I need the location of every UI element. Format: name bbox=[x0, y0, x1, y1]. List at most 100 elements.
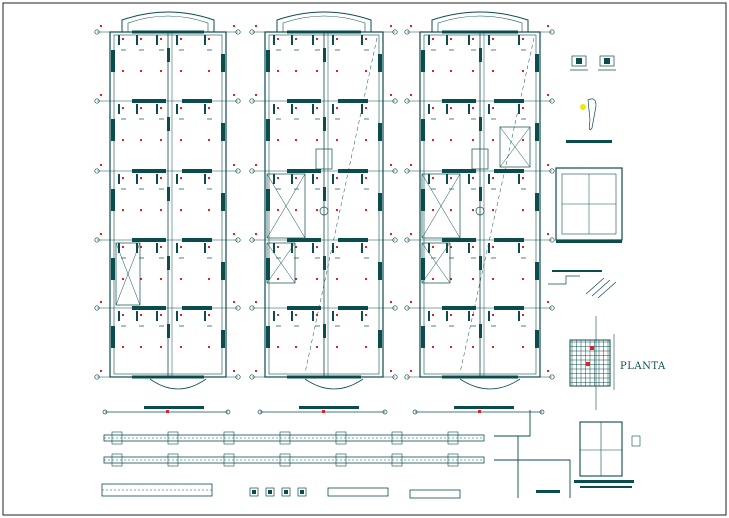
support bbox=[447, 453, 459, 467]
wall-segment bbox=[221, 262, 225, 280]
curved-roof-inner bbox=[127, 15, 209, 32]
red-marker bbox=[160, 107, 162, 109]
column bbox=[156, 35, 158, 45]
wall-segment bbox=[479, 48, 482, 62]
red-marker bbox=[180, 139, 182, 141]
wall-segment bbox=[421, 189, 425, 211]
axis-bubble bbox=[392, 374, 398, 380]
column bbox=[518, 104, 520, 114]
column bbox=[204, 243, 206, 253]
column-core bbox=[268, 490, 272, 494]
red-marker bbox=[472, 70, 474, 72]
red-marker bbox=[255, 301, 257, 303]
wall-segment bbox=[535, 54, 539, 72]
support bbox=[391, 431, 403, 445]
column bbox=[273, 35, 275, 45]
axis-bubble bbox=[404, 237, 410, 243]
red-marker bbox=[180, 38, 182, 40]
axis-bubble bbox=[549, 305, 555, 311]
red-marker bbox=[390, 233, 392, 235]
red-marker bbox=[255, 25, 257, 27]
red-marker bbox=[208, 38, 210, 40]
red-marker bbox=[336, 209, 338, 211]
red-marker bbox=[522, 209, 524, 211]
axis-bubble bbox=[404, 98, 410, 104]
red-marker bbox=[140, 38, 142, 40]
column bbox=[204, 104, 206, 114]
column bbox=[136, 35, 138, 45]
red-marker bbox=[432, 278, 434, 280]
column bbox=[176, 104, 178, 114]
column bbox=[273, 311, 275, 321]
red-marker bbox=[180, 346, 182, 348]
red-marker bbox=[316, 278, 318, 280]
column bbox=[273, 174, 275, 184]
red-marker bbox=[522, 278, 524, 280]
column bbox=[291, 311, 293, 321]
red-marker bbox=[140, 246, 142, 248]
red-marker bbox=[336, 246, 338, 248]
red-marker bbox=[233, 94, 235, 96]
beam bbox=[338, 306, 368, 310]
wall-segment bbox=[323, 187, 326, 201]
column bbox=[468, 104, 470, 114]
red-marker bbox=[160, 314, 162, 316]
beam bbox=[132, 306, 166, 310]
column bbox=[361, 174, 363, 184]
beam bbox=[494, 306, 524, 310]
red-marker bbox=[208, 70, 210, 72]
column bbox=[488, 35, 490, 45]
red-marker bbox=[472, 246, 474, 248]
stair-box bbox=[421, 173, 461, 239]
red-marker bbox=[522, 38, 524, 40]
axis-bubble bbox=[549, 168, 555, 174]
column-core bbox=[284, 490, 288, 494]
axis-bubble bbox=[249, 237, 255, 243]
column bbox=[118, 35, 120, 45]
curved-roof bbox=[276, 11, 372, 32]
wall-segment bbox=[421, 119, 425, 141]
plan-right bbox=[404, 11, 555, 415]
beam bbox=[287, 306, 321, 310]
red-marker bbox=[472, 177, 474, 179]
red-marker bbox=[122, 246, 124, 248]
column bbox=[291, 104, 293, 114]
red-marker bbox=[472, 139, 474, 141]
red-marker bbox=[432, 346, 434, 348]
beam bbox=[132, 99, 166, 103]
column bbox=[361, 104, 363, 114]
red-marker bbox=[277, 209, 279, 211]
red-marker bbox=[233, 164, 235, 166]
shaft-box bbox=[315, 148, 333, 170]
profile-detail bbox=[587, 98, 597, 131]
column bbox=[156, 104, 158, 114]
red-marker bbox=[492, 177, 494, 179]
wall-segment bbox=[167, 187, 170, 201]
column bbox=[312, 104, 314, 114]
wall-segment bbox=[111, 119, 115, 141]
beam bbox=[338, 99, 368, 103]
red-marker bbox=[140, 177, 142, 179]
column bbox=[446, 104, 448, 114]
planta-label: PLANTA bbox=[620, 361, 666, 372]
column bbox=[273, 104, 275, 114]
column bbox=[204, 311, 206, 321]
red-marker bbox=[336, 278, 338, 280]
beam bbox=[494, 238, 524, 242]
red-marker bbox=[336, 177, 338, 179]
wall-segment bbox=[323, 324, 326, 338]
axis-bubble bbox=[249, 29, 255, 35]
axis-bubble bbox=[249, 168, 255, 174]
wall-segment bbox=[535, 123, 539, 141]
wall-segment bbox=[167, 324, 170, 338]
plan-left bbox=[94, 11, 241, 415]
footing-detail bbox=[599, 55, 615, 67]
wall-segment bbox=[378, 193, 382, 211]
axis-bubble bbox=[94, 98, 100, 104]
wall-segment bbox=[111, 258, 115, 280]
column bbox=[118, 104, 120, 114]
plan-middle bbox=[249, 11, 398, 415]
beam bbox=[287, 30, 361, 34]
